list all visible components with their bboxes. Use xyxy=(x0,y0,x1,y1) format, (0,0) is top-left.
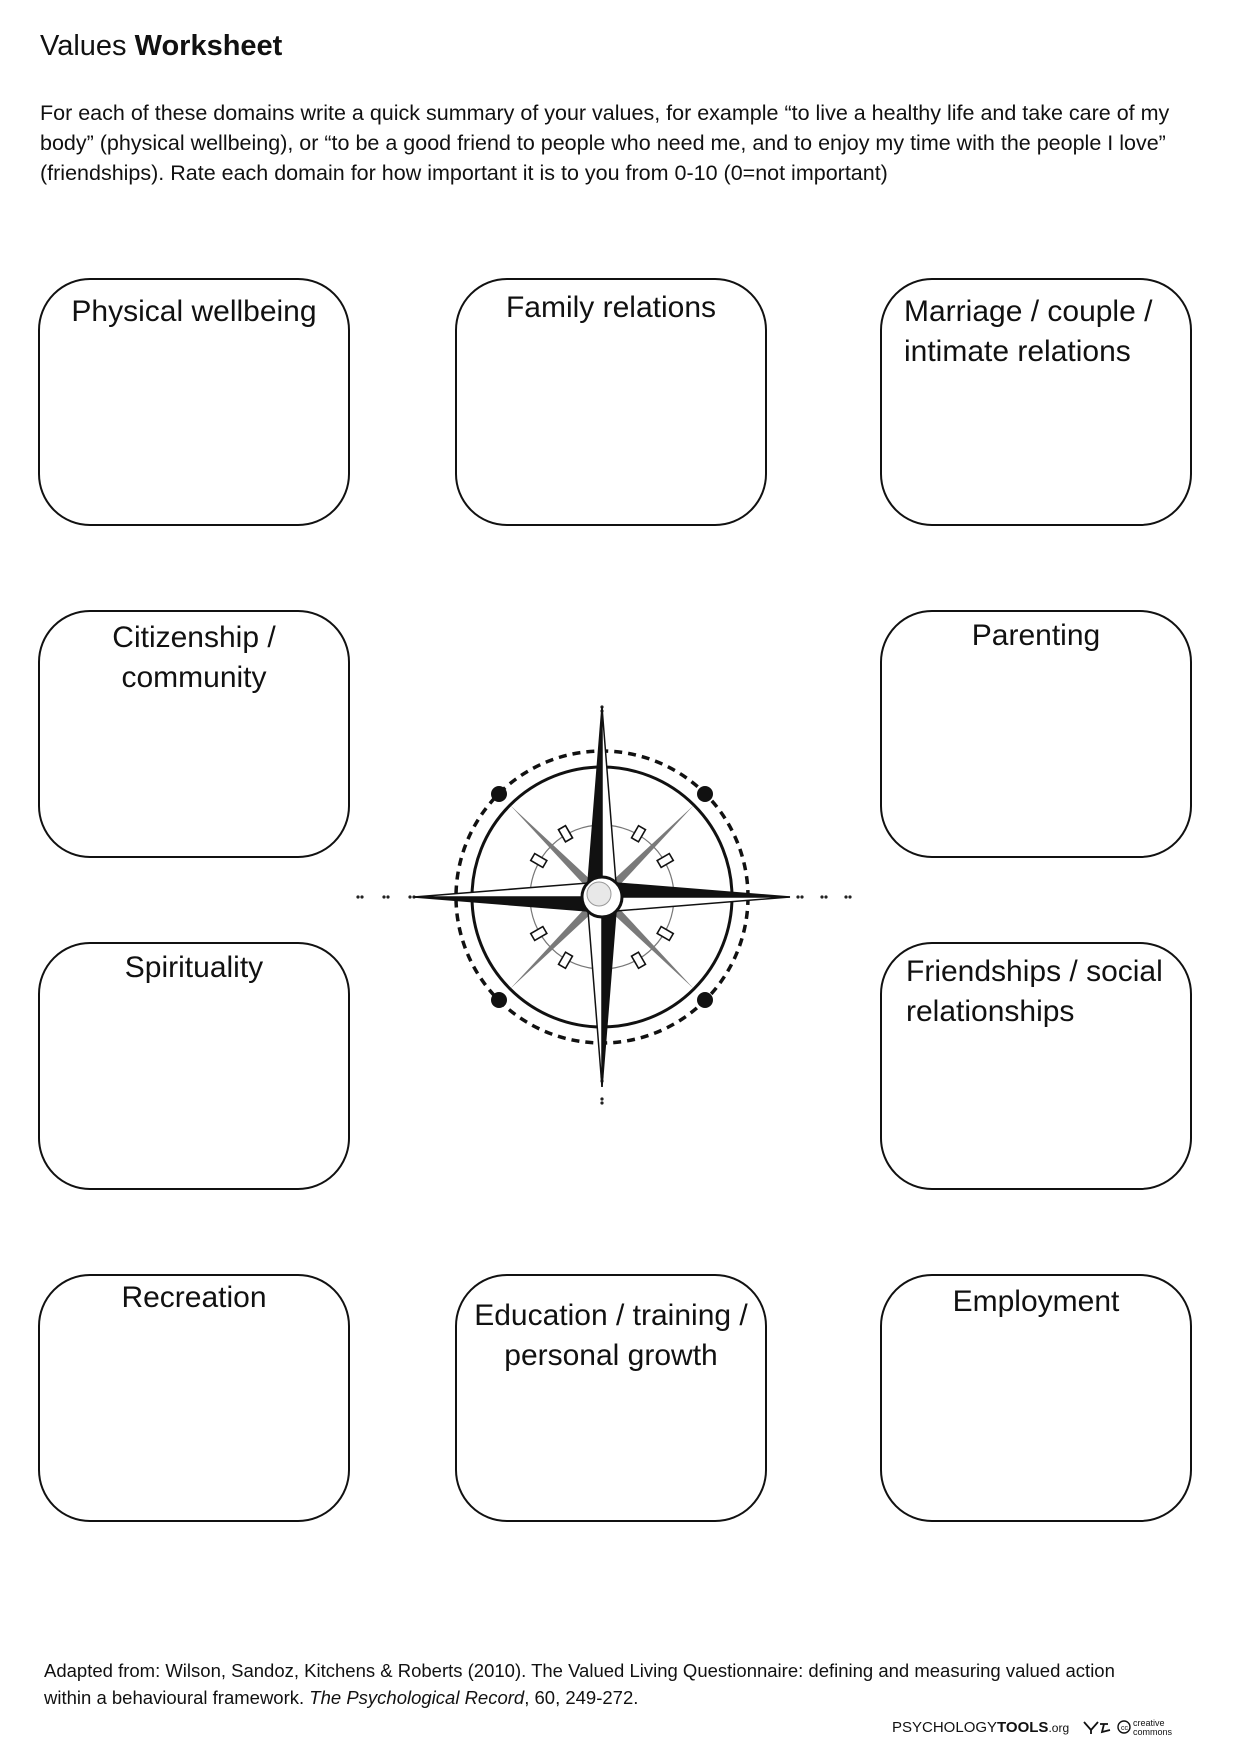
citation-line-2: within a behavioural framework. The Psyc… xyxy=(44,1684,1144,1711)
brand-logo: PSYCHOLOGYTOOLS.org xyxy=(892,1718,1069,1738)
creative-commons-icon: cc creative commons xyxy=(1083,1718,1173,1737)
domain-box-physical-wellbeing[interactable]: Physical wellbeing xyxy=(38,278,350,526)
title-bold: Worksheet xyxy=(134,30,283,62)
domain-box-spirituality[interactable]: Spirituality xyxy=(38,942,350,1190)
domain-box-citizenship[interactable]: Citizenship / community xyxy=(38,610,350,858)
citation-prefix: within a behavioural framework. xyxy=(44,1687,305,1708)
domain-label: Parenting xyxy=(971,619,1101,652)
title-normal: Values xyxy=(40,30,127,62)
domain-box-friendships[interactable]: Friendships / social relationships xyxy=(880,942,1192,1190)
compass-hub-inner xyxy=(586,881,612,907)
svg-text:cc: cc xyxy=(1121,1725,1129,1732)
svg-text:creative: creative xyxy=(1133,1718,1165,1728)
citation-line-1: Adapted from: Wilson, Sandoz, Kitchens &… xyxy=(44,1660,1115,1681)
citation-suffix: , 60, 249-272. xyxy=(524,1687,639,1708)
compass-rose-icon xyxy=(356,705,852,1105)
svg-text:commons: commons xyxy=(1133,1727,1173,1737)
compass-corner-dots xyxy=(491,786,713,1008)
page-title: Values Worksheet xyxy=(40,28,282,64)
domain-box-employment[interactable]: Employment xyxy=(880,1274,1192,1522)
domain-box-parenting[interactable]: Parenting xyxy=(880,610,1192,858)
citation-journal: The Psychological Record xyxy=(309,1687,525,1708)
domain-label: Citizenship / community xyxy=(112,621,276,694)
domain-label: Spirituality xyxy=(124,951,264,984)
domain-label: Physical wellbeing xyxy=(71,295,317,328)
domain-label: Family relations xyxy=(505,291,717,324)
domain-label: Employment xyxy=(952,1285,1120,1318)
domain-box-education[interactable]: Education / training / personal growth xyxy=(455,1274,767,1522)
domain-box-family-relations[interactable]: Family relations xyxy=(455,278,767,526)
domain-label: Recreation xyxy=(121,1281,267,1314)
domain-box-recreation[interactable]: Recreation xyxy=(38,1274,350,1522)
domain-label: Education / training / personal growth xyxy=(474,1299,748,1372)
brand-normal: PSYCHOLOGY xyxy=(892,1719,998,1736)
compass-ordinal-points xyxy=(510,805,694,989)
compass-ticks xyxy=(529,824,675,970)
domain-box-marriage[interactable]: Marriage / couple / intimate relations xyxy=(880,278,1192,526)
brand-bold: TOOLS xyxy=(997,1719,1049,1736)
domain-label: Friendships / social relationships xyxy=(906,955,1163,1028)
citation: Adapted from: Wilson, Sandoz, Kitchens &… xyxy=(44,1657,1144,1711)
brand-suffix: .org xyxy=(1048,1721,1070,1735)
domain-label: Marriage / couple / intimate relations xyxy=(904,295,1153,368)
instructions-text: For each of these domains write a quick … xyxy=(40,101,1170,185)
